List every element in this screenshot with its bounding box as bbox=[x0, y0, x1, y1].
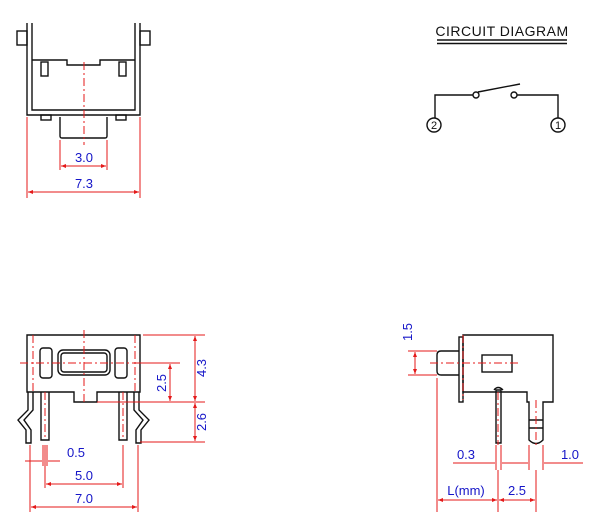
switch-contact bbox=[472, 91, 480, 99]
dim-1-0: 1.0 bbox=[561, 447, 579, 462]
dim-2-5-side: 2.5 bbox=[508, 483, 526, 498]
circuit-diagram: CIRCUIT DIAGRAM 2 1 bbox=[426, 23, 568, 133]
front-view: 4.3 2.5 2.6 0.5 5.0 7.0 bbox=[17, 330, 209, 512]
switch-contact bbox=[510, 91, 518, 99]
dim-1-5: 1.5 bbox=[400, 323, 415, 341]
side-body bbox=[462, 334, 554, 445]
front-pins bbox=[40, 392, 128, 441]
top-tab-right bbox=[139, 30, 151, 46]
top-foot bbox=[115, 114, 127, 121]
dim-2-5: 2.5 bbox=[154, 374, 169, 392]
dim-7-3: 7.3 bbox=[75, 176, 93, 191]
terminal-2-marker bbox=[426, 117, 442, 133]
terminal-1-label: 1 bbox=[555, 120, 561, 132]
dim-l: L(mm) bbox=[447, 483, 485, 498]
dim-0-5: 0.5 bbox=[67, 445, 85, 460]
terminal-1-marker bbox=[550, 117, 566, 133]
front-lead-right bbox=[133, 392, 150, 444]
switch-lever bbox=[477, 83, 521, 93]
dim-2-6: 2.6 bbox=[194, 413, 209, 431]
top-foot bbox=[40, 114, 52, 121]
terminal-2-label: 2 bbox=[431, 120, 437, 132]
side-view: 1.5 0.3 1.0 L(mm) 2.5 bbox=[400, 323, 583, 512]
circuit-wire bbox=[434, 94, 559, 118]
top-tab-left bbox=[16, 30, 28, 46]
top-view: 3.0 7.3 bbox=[16, 23, 151, 198]
dim-7-0: 7.0 bbox=[75, 491, 93, 506]
side-flange bbox=[458, 336, 464, 403]
top-slot bbox=[40, 61, 49, 77]
dim-0-3: 0.3 bbox=[457, 447, 475, 462]
dim-3-0: 3.0 bbox=[75, 150, 93, 165]
top-slot bbox=[118, 61, 127, 77]
dim-4-3: 4.3 bbox=[194, 359, 209, 377]
front-lead-left bbox=[17, 392, 34, 444]
circuit-title: CIRCUIT DIAGRAM bbox=[435, 23, 568, 39]
dim-5-0: 5.0 bbox=[75, 468, 93, 483]
side-pin bbox=[493, 386, 504, 444]
